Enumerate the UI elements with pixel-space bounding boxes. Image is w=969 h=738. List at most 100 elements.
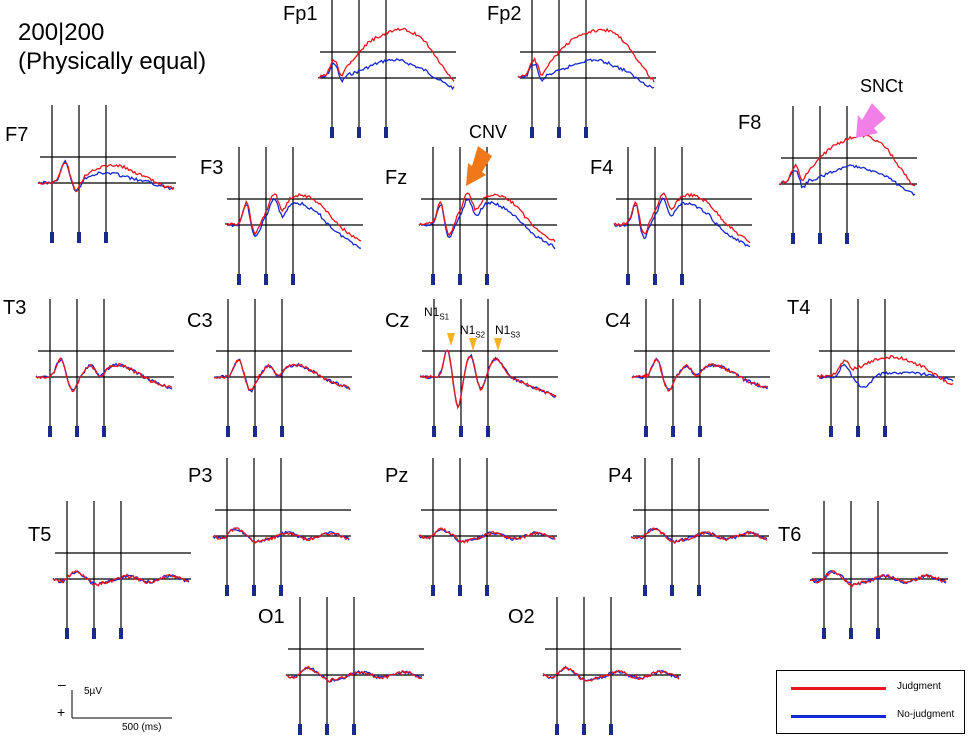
erp-panel-fz [418,147,557,285]
stimulus-marker-icon [291,274,295,285]
stimulus-marker-icon [119,628,123,639]
stimulus-marker-icon [264,274,268,285]
channel-label-p3: P3 [188,465,213,487]
stimulus-marker-icon [226,426,230,437]
judgment-waveform [613,192,751,244]
stimulus-marker-icon [458,274,462,285]
cnv-arrow-icon [466,146,492,186]
cnv-label: CNV [469,122,508,142]
channel-label-p4: P4 [608,465,633,487]
judgment-waveform [52,570,190,587]
stimulus-marker-icon [644,426,648,437]
scale-bar [71,690,172,719]
stimulus-marker-icon [671,426,675,437]
stimulus-marker-icon [102,426,106,437]
stimulus-marker-icon [876,628,880,639]
stimulus-marker-icon [77,232,81,243]
channel-label-fp2: Fp2 [487,3,522,25]
stimulus-marker-icon [352,724,356,735]
judgment-waveform [809,570,947,588]
judgment-waveform [630,527,768,544]
stimulus-marker-icon [298,724,302,735]
n1-s2-marker-icon [469,338,477,351]
erp-panel-f7 [37,105,176,243]
no-judgment-waveform [212,528,350,544]
stimulus-marker-icon [584,127,588,138]
channel-label-cz: Cz [385,310,410,332]
legend-judgment-line [791,687,886,690]
stimulus-marker-icon [50,232,54,243]
erp-panel-f4 [613,147,752,285]
channel-label-f3: F3 [200,157,224,179]
no-judgment-waveform [809,570,947,587]
judgment-waveform [778,133,916,187]
channel-label-fp1: Fp1 [283,3,318,25]
n1-s1-marker-icon [447,333,455,346]
erp-panel-fp2 [517,0,656,138]
judgment-waveform [816,354,954,386]
channel-label-pz: Pz [385,465,409,487]
stimulus-marker-icon [431,274,435,285]
stimulus-marker-icon [92,628,96,639]
stimulus-marker-icon [582,724,586,735]
stimulus-marker-icon [822,628,826,639]
stimulus-marker-icon [883,426,887,437]
stimulus-marker-icon [697,585,701,596]
channel-label-f8: F8 [738,112,762,134]
stimulus-marker-icon [459,426,463,437]
judgment-waveform [517,27,655,83]
channel-label-f7: F7 [5,124,29,146]
erp-panel-f3 [224,147,363,285]
erp-panel-f8 [778,106,917,244]
stimulus-marker-icon [485,585,489,596]
stimulus-marker-icon [458,585,462,596]
stimulus-marker-icon [252,585,256,596]
judgment-waveform [418,192,556,243]
no-judgment-waveform [317,58,455,91]
stimulus-marker-icon [48,426,52,437]
scale-minus: – [58,676,66,692]
stimulus-marker-icon [330,127,334,138]
judgment-waveform [37,162,175,193]
stimulus-marker-icon [818,233,822,244]
no-judgment-waveform [816,363,954,388]
stimulus-marker-icon [849,628,853,639]
stimulus-marker-icon [431,585,435,596]
judgment-waveform [35,357,173,393]
judgment-waveform [631,358,769,393]
stimulus-marker-icon [670,585,674,596]
stimulus-marker-icon [486,426,490,437]
snct-label: SNCt [860,76,904,96]
legend-judgment-label: Judgment [897,681,941,692]
legend-nojudgment-line [791,715,886,718]
scale-time: 500 (ms) [122,722,162,733]
n1-s2-label: N1S2 [460,323,486,340]
channel-label-t4: T4 [787,297,811,319]
stimulus-marker-icon [643,585,647,596]
channel-label-o1: O1 [258,606,285,628]
stimulus-marker-icon [65,628,69,639]
stimulus-marker-icon [626,274,630,285]
snct-arrow-icon [856,103,886,138]
erp-panels [35,0,955,735]
legend: Judgment No-judgment [776,670,965,734]
erp-panel-c3 [213,299,352,437]
judgment-waveform [285,665,423,683]
no-judgment-waveform [418,528,556,543]
erp-panel-pz [418,458,557,596]
stimulus-marker-icon [279,585,283,596]
erp-panel-p4 [630,458,769,596]
figure-title: 200|200 [18,19,105,46]
stimulus-marker-icon [530,127,534,138]
erp-panel-fp1 [317,0,456,138]
stimulus-marker-icon [609,724,613,735]
stimulus-marker-icon [325,724,329,735]
stimulus-marker-icon [75,426,79,437]
stimulus-marker-icon [104,232,108,243]
stimulus-marker-icon [856,426,860,437]
erp-panel-cz [419,299,558,437]
erp-panel-t6 [809,501,948,639]
scale-amplitude: 5µV [84,686,102,697]
stimulus-marker-icon [280,426,284,437]
